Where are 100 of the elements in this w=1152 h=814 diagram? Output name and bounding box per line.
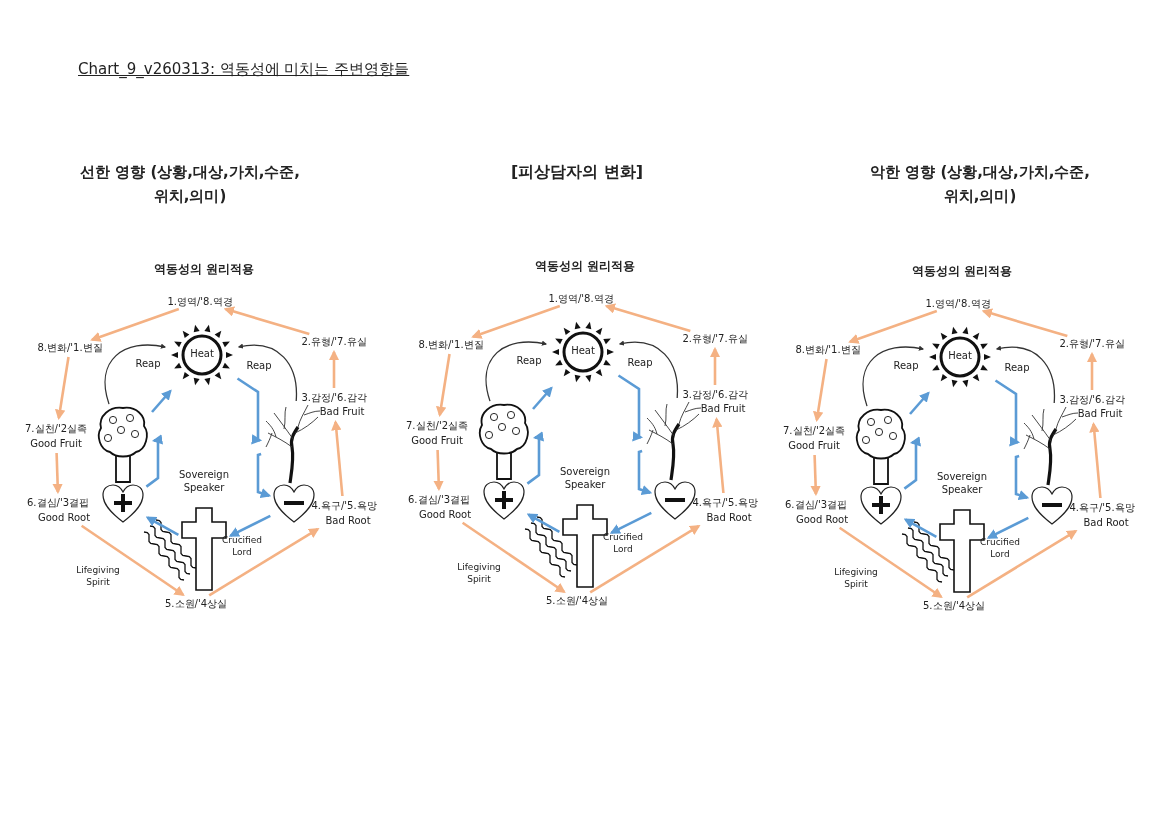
stage-label: 3.감정/'6.감각 (1059, 393, 1125, 406)
arrow (1089, 421, 1102, 499)
arrow (1014, 454, 1030, 501)
caption-text: Bad Root (1083, 517, 1129, 529)
stage-label: 3.감정/'6.감각 (682, 388, 748, 401)
arrow (1086, 351, 1098, 390)
arrow (151, 389, 172, 413)
stage-label: 6.결심/'3결핍 (27, 496, 89, 509)
caption-text: Bad Fruit (1077, 408, 1123, 420)
arrow (145, 516, 180, 536)
stage-label: 3.감정/'6.감각 (301, 391, 367, 404)
stage-label: 1.영역/'8.역경 (167, 295, 233, 308)
stage-label: 5.소원/'4상실 (923, 599, 985, 612)
text-label: Sovereign Speaker (177, 468, 230, 494)
arrow (532, 386, 553, 410)
arrow (145, 434, 163, 488)
arrow (966, 530, 1078, 599)
arrow (90, 307, 180, 342)
arrow (435, 353, 451, 418)
text-label: Lifegiving Spirit (456, 561, 502, 585)
arrow (604, 303, 691, 333)
stage-label: 7.실천/'2실족 (783, 424, 845, 437)
curved-arrow (995, 345, 1056, 404)
edge-label: Reap (892, 360, 920, 371)
arrow (52, 452, 63, 495)
panel-heading: [피상담자의 변화] (509, 161, 645, 183)
caption-text: Good Fruit (411, 435, 463, 447)
arrow (328, 349, 340, 388)
arrow (228, 514, 271, 537)
edge-label: Reap (134, 358, 162, 369)
curved-arrow (104, 343, 167, 405)
caption-text: Good Root (795, 514, 849, 526)
panel-heading: 악한 영향 (상황,대상,가치,수준,위치,의미) (868, 162, 1092, 207)
caption-text: Good Root (37, 512, 91, 524)
stage-label: 2.유형/'7.유실 (682, 332, 748, 345)
sun-label: Heat (571, 344, 595, 357)
curved-arrow (485, 340, 548, 402)
panel-heading: 선한 영향 (상황,대상,가치,수준,위치,의미) (78, 162, 302, 207)
arrow (433, 449, 444, 492)
arrow (223, 306, 310, 336)
stage-label: 1.영역/'8.역경 (925, 297, 991, 310)
arrow (712, 416, 725, 494)
caption-text: Good Fruit (788, 440, 840, 452)
text-label: Lifegiving Spirit (75, 564, 121, 588)
arrow (903, 436, 921, 490)
diagram-subtitle: 역동성의 원리적용 (533, 259, 637, 274)
arrow (471, 304, 561, 339)
caption-text: Good Root (418, 509, 472, 521)
arrow (838, 526, 943, 598)
arrow (709, 346, 721, 385)
arrow (331, 419, 344, 497)
arrow (609, 511, 652, 534)
curved-arrow (862, 345, 925, 407)
caption-text: Bad Fruit (319, 406, 365, 418)
stage-label: 6.결심/'3결핍 (785, 498, 847, 511)
stage-label: 8.변화/'1.변질 (795, 343, 861, 356)
text-label: Sovereign Speaker (935, 470, 988, 496)
arrow (848, 309, 938, 344)
stage-label: 7.실천/'2실족 (406, 419, 468, 432)
caption-text: Bad Root (325, 515, 371, 527)
stage-label: 4.욕구/'5.욕망 (1069, 501, 1135, 514)
arrow (617, 374, 644, 442)
edge-label: Reap (245, 360, 273, 371)
stage-label: 8.변화/'1.변질 (418, 338, 484, 351)
arrow (80, 524, 185, 596)
arrow (54, 356, 70, 421)
sun-label: Heat (190, 347, 214, 360)
stage-label: 8.변화/'1.변질 (37, 341, 103, 354)
stage-label: 4.욕구/'5.욕망 (311, 499, 377, 512)
arrow (589, 525, 701, 594)
arrow (637, 449, 653, 496)
stage-label: 5.소원/'4상실 (165, 597, 227, 610)
stage-label: 5.소원/'4상실 (546, 594, 608, 607)
arrow (810, 454, 821, 497)
stage-label: 1.영역/'8.역경 (548, 292, 614, 305)
edge-label: Reap (515, 355, 543, 366)
sun-label: Heat (948, 349, 972, 362)
arrow (994, 379, 1021, 447)
arrow (986, 516, 1029, 539)
arrow (526, 431, 544, 485)
arrow (208, 528, 320, 597)
page-title: Chart_9_v260313: 역동성에 미치는 주변영향들 (78, 60, 410, 79)
stage-label: 2.유형/'7.유실 (1059, 337, 1125, 350)
caption-text: Bad Root (706, 512, 752, 524)
arrow (236, 377, 263, 445)
arrow (909, 391, 930, 415)
arrow (526, 513, 561, 533)
diagram-subtitle: 역동성의 원리적용 (152, 262, 256, 277)
arrow (256, 452, 272, 499)
stage-label: 6.결심/'3결핍 (408, 493, 470, 506)
edge-label: Reap (1003, 362, 1031, 373)
caption-text: Good Fruit (30, 438, 82, 450)
arrow (812, 358, 828, 423)
arrow (981, 308, 1068, 338)
arrow (461, 521, 566, 593)
curved-arrow (237, 343, 298, 402)
diagram-subtitle: 역동성의 원리적용 (910, 264, 1014, 279)
stage-label: 4.욕구/'5.욕망 (692, 496, 758, 509)
edge-label: Reap (626, 357, 654, 368)
stage-label: 7.실천/'2실족 (25, 422, 87, 435)
